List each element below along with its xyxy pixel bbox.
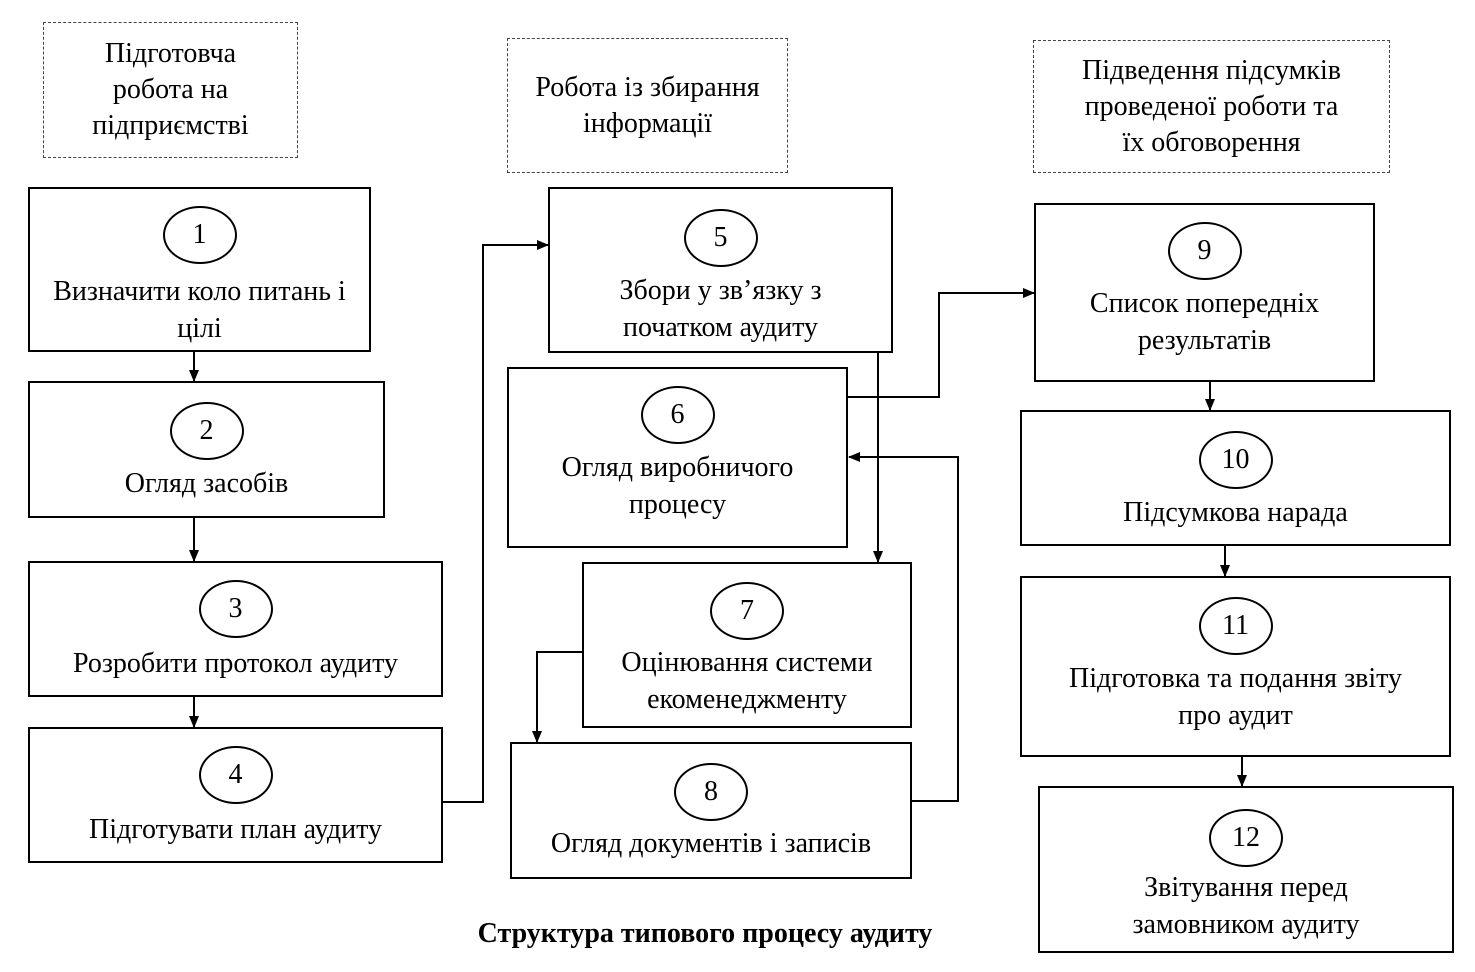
step-label-5: Збори у зв’язку з початком аудиту <box>619 275 822 343</box>
step-number-5: 5 <box>683 209 758 267</box>
step-number-8: 8 <box>674 763 748 821</box>
step-number-2: 2 <box>169 402 244 460</box>
arrow-7-to-8 <box>532 651 582 743</box>
step-number-1: 1 <box>162 206 237 264</box>
step-box-12: 12 Звітування перед замовником аудиту <box>1038 786 1454 953</box>
phase-information-collection: Робота із збирання інформації <box>507 38 788 173</box>
diagram-caption: Структура типового процесу аудиту <box>477 918 933 949</box>
step-box-4: 4 Підготувати план аудиту <box>28 727 443 863</box>
step-box-9: 9 Список попередніх результатів <box>1034 203 1375 382</box>
step-box-5: 5 Збори у зв’язку з початком аудиту <box>548 187 893 353</box>
step-label-11: Підготовка та подання звіту про аудит <box>1069 663 1402 731</box>
step-box-10: 10 Підсумкова нарада <box>1020 410 1451 546</box>
step-box-6: 6 Огляд виробничого процесу <box>507 367 848 548</box>
step-label-4: Підготувати план аудиту <box>88 814 382 845</box>
step-label-6: Огляд виробничого процесу <box>561 452 794 520</box>
step-box-1: 1 Визначити коло питань і цілі <box>28 187 371 352</box>
step-label-8: Огляд документів і записів <box>550 828 872 859</box>
step-label-12: Звітування перед замовником аудиту <box>1132 872 1360 940</box>
step-label-10: Підсумкова нарада <box>1123 497 1348 528</box>
step-number-4: 4 <box>198 746 273 804</box>
phase-preparation: Підготовча робота на підприємстві <box>43 22 298 158</box>
step-number-3: 3 <box>198 580 273 638</box>
step-number-6: 6 <box>640 386 715 444</box>
step-number-12: 12 <box>1209 809 1283 867</box>
step-label-1: Визначити коло питань і цілі <box>53 276 346 344</box>
step-label-9: Список попередніх результатів <box>1089 288 1320 356</box>
arrow-6-to-9 <box>848 288 1035 398</box>
step-box-3: 3 Розробити протокол аудиту <box>28 561 443 697</box>
arrow-8-to-6 <box>848 452 959 802</box>
step-label-2: Огляд засобів <box>124 468 289 499</box>
step-box-2: 2 Огляд засобів <box>28 381 385 518</box>
step-label-7: Оцінювання системи екоменеджменту <box>621 647 873 715</box>
step-box-8: 8 Огляд документів і записів <box>510 742 912 879</box>
step-number-10: 10 <box>1198 431 1273 489</box>
step-number-11: 11 <box>1198 597 1273 655</box>
step-label-3: Розробити протокол аудиту <box>73 648 398 679</box>
step-number-7: 7 <box>710 582 784 640</box>
step-number-9: 9 <box>1167 222 1242 280</box>
step-box-11: 11 Підготовка та подання звіту про аудит <box>1020 576 1451 757</box>
arrow-4-to-5 <box>443 240 549 803</box>
step-box-7: 7 Оцінювання системи екоменеджменту <box>582 562 912 728</box>
phase-summary: Підведення підсумків проведеної роботи т… <box>1033 40 1390 173</box>
